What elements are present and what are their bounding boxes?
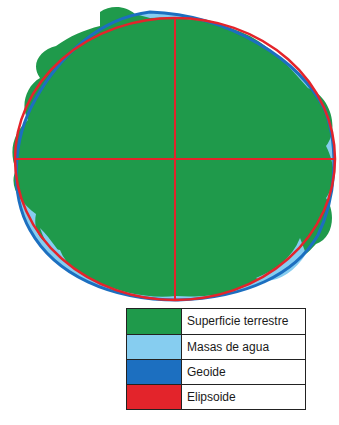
legend-text: Geoide bbox=[182, 360, 226, 384]
legend-row: Elipsoide bbox=[127, 384, 305, 409]
legend-swatch bbox=[127, 309, 182, 334]
legend-text: Superficie terrestre bbox=[182, 309, 288, 334]
ellipsoid-outline bbox=[15, 18, 335, 300]
legend-swatch bbox=[127, 335, 182, 359]
legend-row: Masas de agua bbox=[127, 334, 305, 359]
legend-swatch bbox=[127, 360, 182, 384]
legend-row: Superficie terrestre bbox=[127, 309, 305, 334]
ellipsoid-axis bbox=[15, 158, 335, 160]
legend-text: Masas de agua bbox=[182, 335, 269, 359]
legend-row: Geoide bbox=[127, 359, 305, 384]
legend: Superficie terrestreMasas de aguaGeoideE… bbox=[126, 308, 306, 410]
geoid-outline bbox=[16, 12, 334, 300]
land-surface bbox=[12, 7, 333, 297]
legend-text: Elipsoide bbox=[182, 385, 236, 409]
legend-swatch bbox=[127, 385, 182, 409]
